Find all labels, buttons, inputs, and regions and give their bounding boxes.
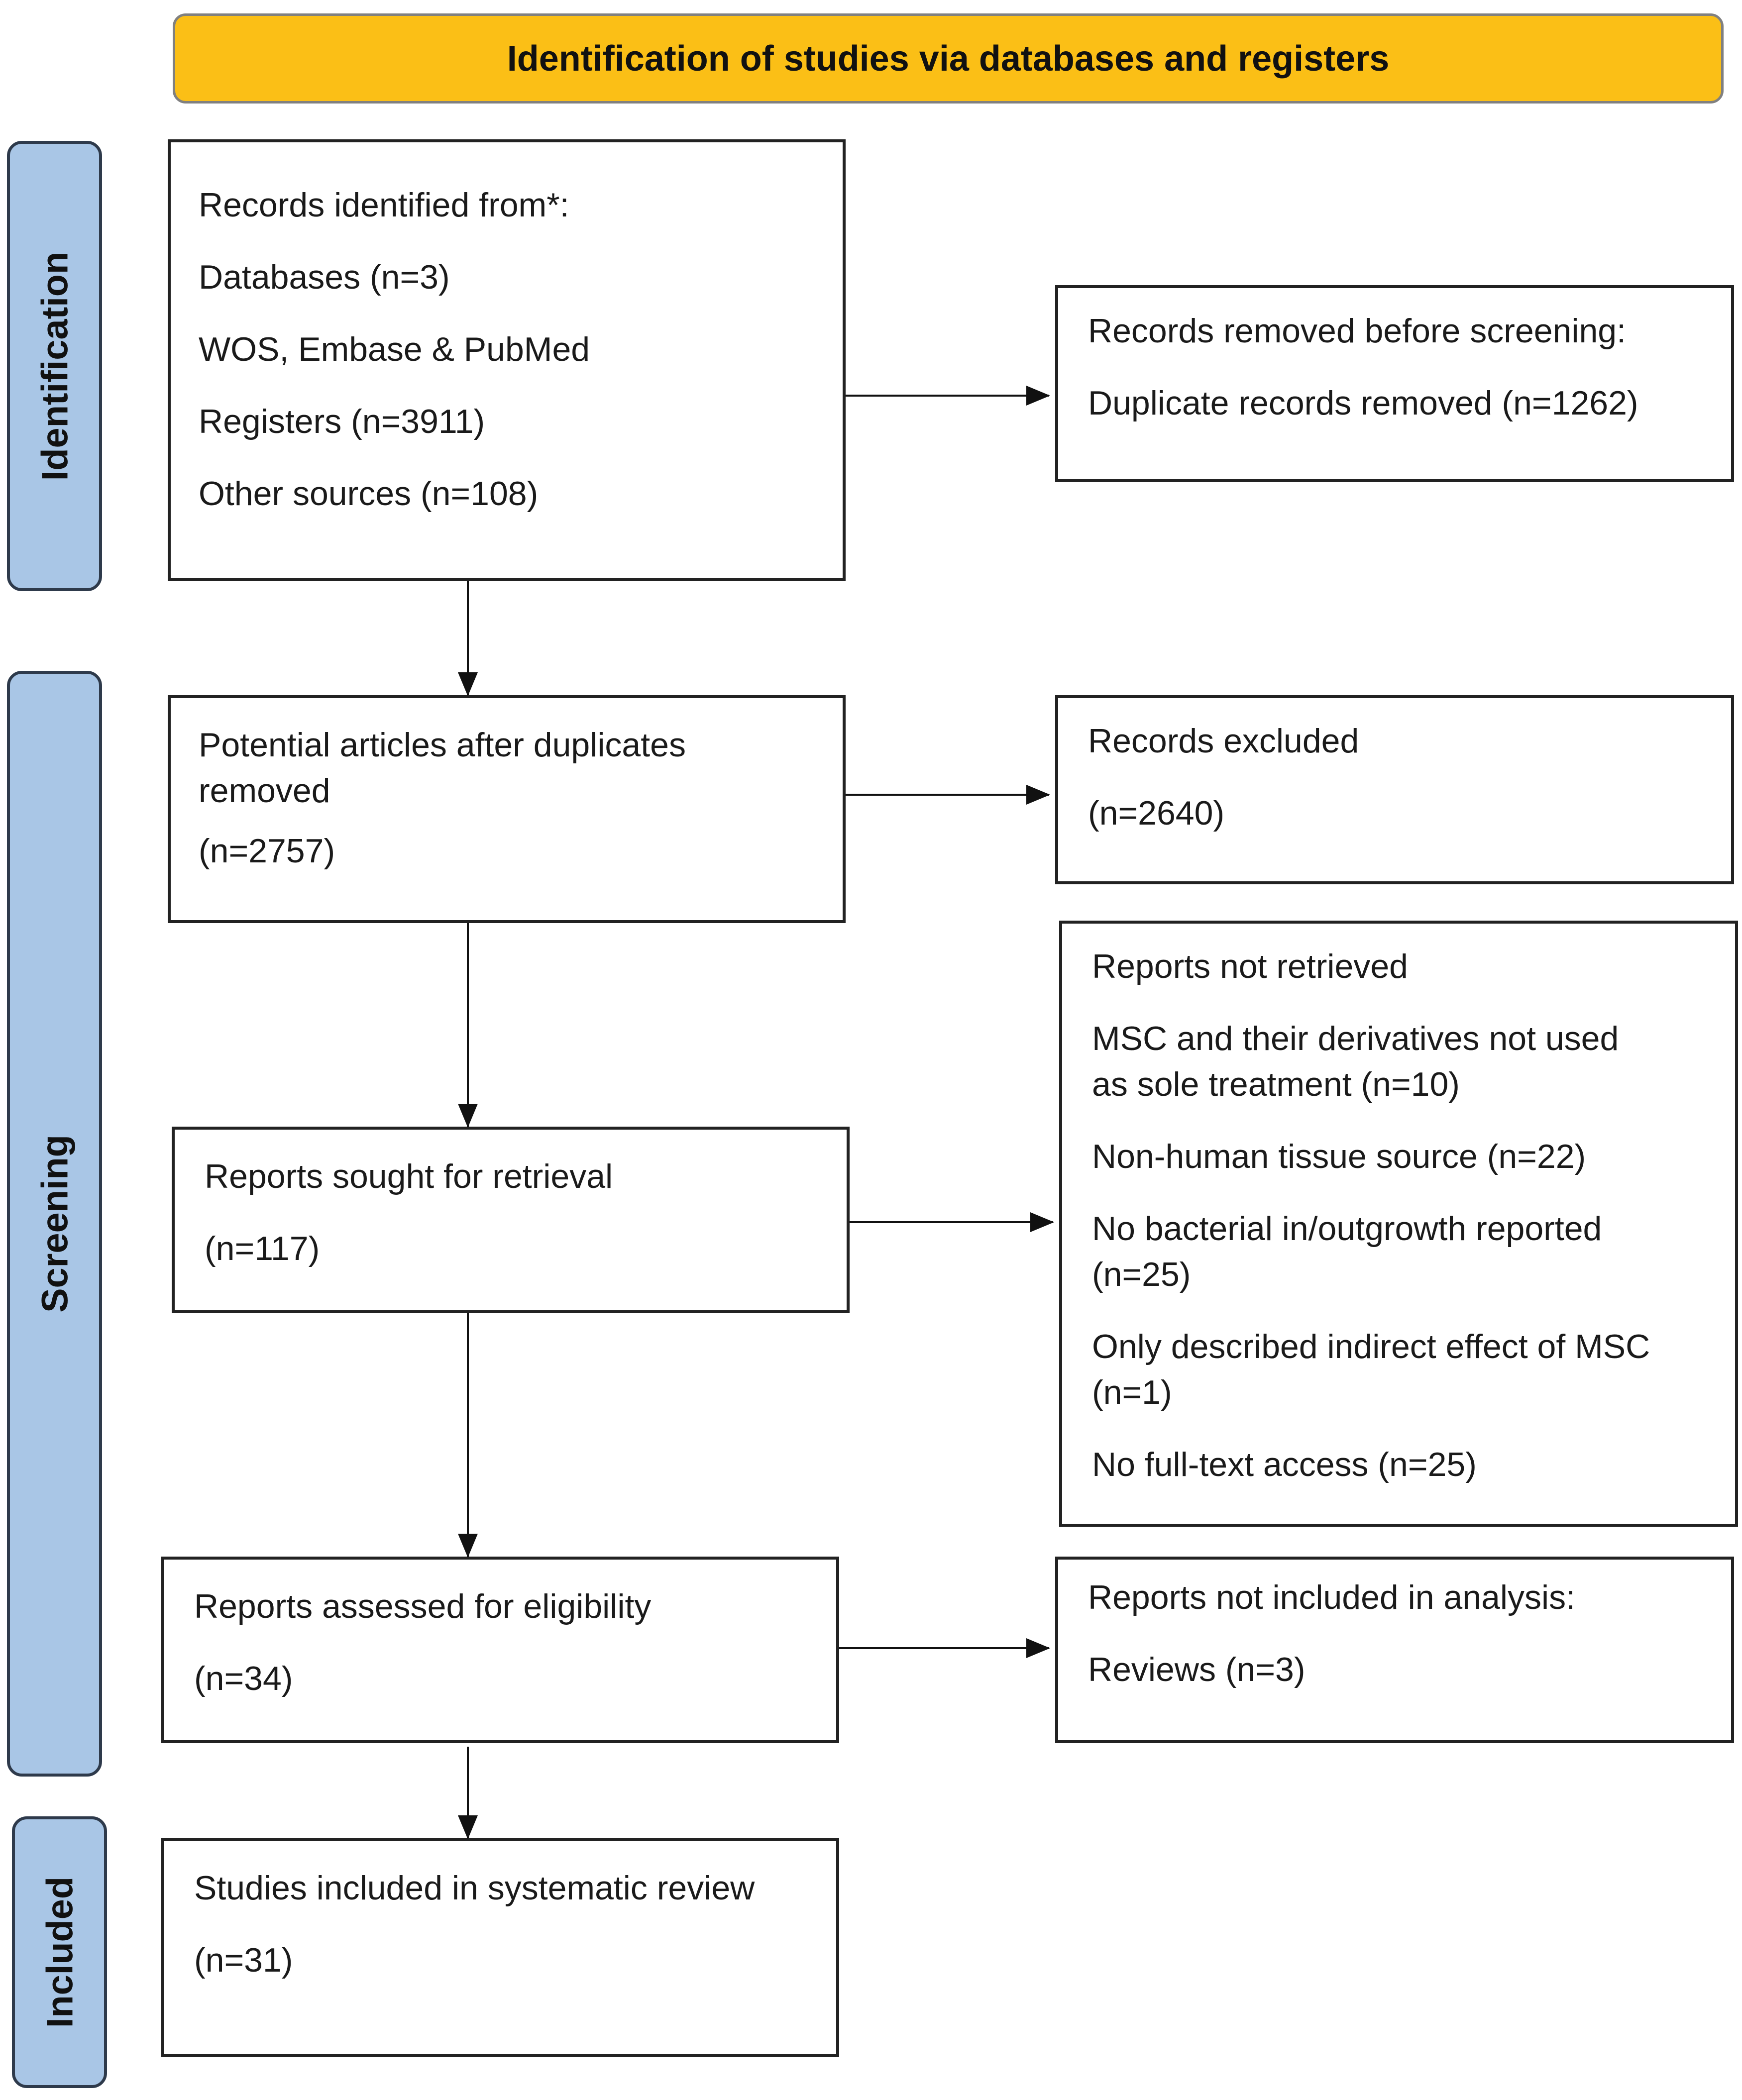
records-identified-registers: Registers (n=3911) <box>199 403 485 440</box>
not-included-title: Reports not included in analysis: <box>1088 1578 1575 1616</box>
not-retrieved-reason-indirect: Only described indirect effect of MSC (n… <box>1092 1328 1650 1411</box>
records-identified-title: Records identified from*: <box>199 186 569 224</box>
potential-articles-title: Potential articles after duplicates remo… <box>199 726 686 810</box>
phase-identification: Identification <box>7 141 102 591</box>
phase-included: Included <box>12 1816 107 2088</box>
not-retrieved-reason-nonhuman: Non-human tissue source (n=22) <box>1092 1138 1586 1175</box>
box-records-identified: Records identified from*: Databases (n=3… <box>168 139 846 581</box>
reports-assessed-title: Reports assessed for eligibility <box>194 1587 652 1625</box>
box-reports-not-retrieved: Reports not retrieved MSC and their deri… <box>1059 921 1738 1527</box>
not-retrieved-reason-msc: MSC and their derivatives not used as so… <box>1092 1020 1619 1103</box>
not-retrieved-reason-bacterial: No bacterial in/outgrowth reported (n=25… <box>1092 1210 1602 1293</box>
records-removed-duplicates: Duplicate records removed (n=1262) <box>1088 384 1638 422</box>
records-identified-sources: WOS, Embase & PubMed <box>199 330 590 368</box>
box-records-excluded: Records excluded (n=2640) <box>1055 695 1734 884</box>
studies-included-count: (n=31) <box>194 1941 293 1979</box>
records-excluded-title: Records excluded <box>1088 722 1359 760</box>
box-reports-sought: Reports sought for retrieval (n=117) <box>172 1127 850 1313</box>
header-title: Identification of studies via databases … <box>507 38 1390 79</box>
studies-included-title: Studies included in systematic review <box>194 1869 755 1907</box>
records-excluded-count: (n=2640) <box>1088 794 1225 832</box>
records-removed-title: Records removed before screening: <box>1088 312 1626 350</box>
records-identified-databases: Databases (n=3) <box>199 258 450 296</box>
box-reports-not-included: Reports not included in analysis: Review… <box>1055 1557 1734 1743</box>
reports-sought-title: Reports sought for retrieval <box>205 1157 613 1195</box>
records-identified-other: Other sources (n=108) <box>199 475 539 513</box>
header-banner: Identification of studies via databases … <box>173 13 1724 104</box>
box-potential-articles: Potential articles after duplicates remo… <box>168 695 846 923</box>
box-studies-included: Studies included in systematic review (n… <box>161 1838 839 2057</box>
not-included-reviews: Reviews (n=3) <box>1088 1651 1306 1688</box>
box-reports-assessed: Reports assessed for eligibility (n=34) <box>161 1557 839 1743</box>
reports-assessed-count: (n=34) <box>194 1660 293 1697</box>
potential-articles-count: (n=2757) <box>199 832 335 870</box>
phase-screening: Screening <box>7 671 102 1777</box>
not-retrieved-reason-fulltext: No full-text access (n=25) <box>1092 1446 1477 1483</box>
box-records-removed: Records removed before screening: Duplic… <box>1055 285 1734 482</box>
not-retrieved-title: Reports not retrieved <box>1092 947 1408 985</box>
reports-sought-count: (n=117) <box>205 1230 320 1267</box>
